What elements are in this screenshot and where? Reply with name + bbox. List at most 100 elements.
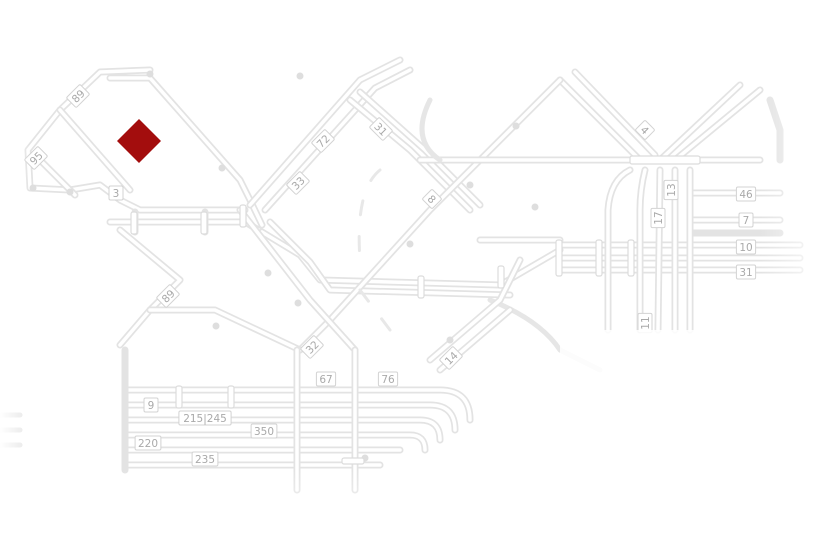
road-ticks [130,155,701,465]
tick-mark [627,239,635,277]
route-label-r32: 32 [300,335,324,359]
route-label-r9: 9 [143,397,159,413]
route-label-r220: 220 [134,435,162,451]
route-label-text: 235 [195,454,215,466]
route-label-r350: 350 [250,423,278,439]
junction-node [212,322,220,330]
route-label-r8: 8 [422,189,442,209]
road-inner [58,108,132,192]
route-label-text: 11 [640,316,652,329]
junction-node [466,181,474,189]
road-network [0,56,804,494]
route-label-text: 67 [319,374,332,386]
road-dashed [357,168,382,262]
road-inner [298,78,562,352]
tick-mark [175,385,183,409]
route-label-text: 9 [148,400,155,412]
fade-overlay [0,0,840,60]
junction-node [512,122,520,130]
route-label-text: 10 [739,242,752,254]
junction-node [296,72,304,80]
tick-mark [595,239,603,277]
route-label-r14: 14 [439,346,463,370]
tick-mark [130,211,138,235]
route-label-text: 3 [113,188,120,200]
fade-overlay [560,330,840,560]
road-inner [123,433,427,452]
road-inner [123,388,472,422]
road-inner [348,98,472,212]
route-label-r7: 7 [738,212,754,228]
road [419,97,443,163]
junction-node [531,203,539,211]
tick-mark [200,211,208,235]
route-label-text: 76 [381,374,395,386]
route-label-text: 7 [743,215,750,227]
junction-nodes [29,70,539,462]
route-label-r10: 10 [735,239,757,255]
tick-mark [341,457,365,465]
junction-node [66,188,74,196]
route-label-text: 17 [653,211,665,224]
road-inner [638,168,647,332]
road-dashed [358,288,392,332]
road [766,96,784,164]
road-inner [573,70,657,157]
route-label-r89a: 89 [66,84,90,108]
tick-mark [555,239,563,277]
route-label-text: 220 [138,438,158,450]
route-label-r215: 215|245 [178,410,232,426]
road-inner [358,90,482,207]
road-inner [108,76,264,227]
fade-overlay [760,0,840,560]
road-inner [123,403,457,432]
route-label-r67: 67 [315,371,337,387]
route-label-r235: 235 [191,451,219,467]
junction-node [29,184,37,192]
route-label-r31a: 31 [369,117,393,141]
route-label-text: 215|245 [183,413,227,425]
tick-mark [239,204,247,228]
route-label-r76: 76 [377,371,399,387]
road-inner [238,208,357,352]
route-label-text: 46 [739,189,753,201]
route-label-r17: 17 [650,207,666,229]
route-label-text: 350 [254,426,274,438]
road-inner [656,168,662,332]
junction-node [218,164,226,172]
route-label-r11: 11 [637,312,653,334]
tick-mark [417,275,425,299]
route-label-r89b: 89 [156,284,180,308]
junction-node [294,299,302,307]
route-label-r33: 33 [286,171,310,195]
road-inner [673,88,762,162]
junction-node [264,269,272,277]
fade-overlay [0,0,30,560]
route-label-text: 31 [739,267,752,279]
location-marker[interactable] [117,119,161,163]
tick-mark [227,385,235,409]
route-label-r72: 72 [311,129,335,153]
road-inner [558,78,642,162]
location-marker-diamond [117,119,161,163]
route-label-r13: 13 [663,179,679,201]
fade-overlay [0,470,840,560]
route-label-r3: 3 [108,185,124,201]
route-label-r46: 46 [735,186,757,202]
route-label-text: 13 [666,183,678,196]
road [261,66,414,214]
road-inner [248,58,402,207]
tick-mark [497,265,505,289]
road [487,297,603,373]
tick-mark [629,155,701,165]
route-label-r95: 95 [24,146,48,170]
junction-node [406,240,414,248]
junction-node [446,336,454,344]
road-inner [148,308,302,352]
route-label-r31b: 31 [735,264,757,280]
junction-node [146,70,154,78]
route-label-r4: 4 [635,120,655,140]
road-inner [263,68,412,212]
